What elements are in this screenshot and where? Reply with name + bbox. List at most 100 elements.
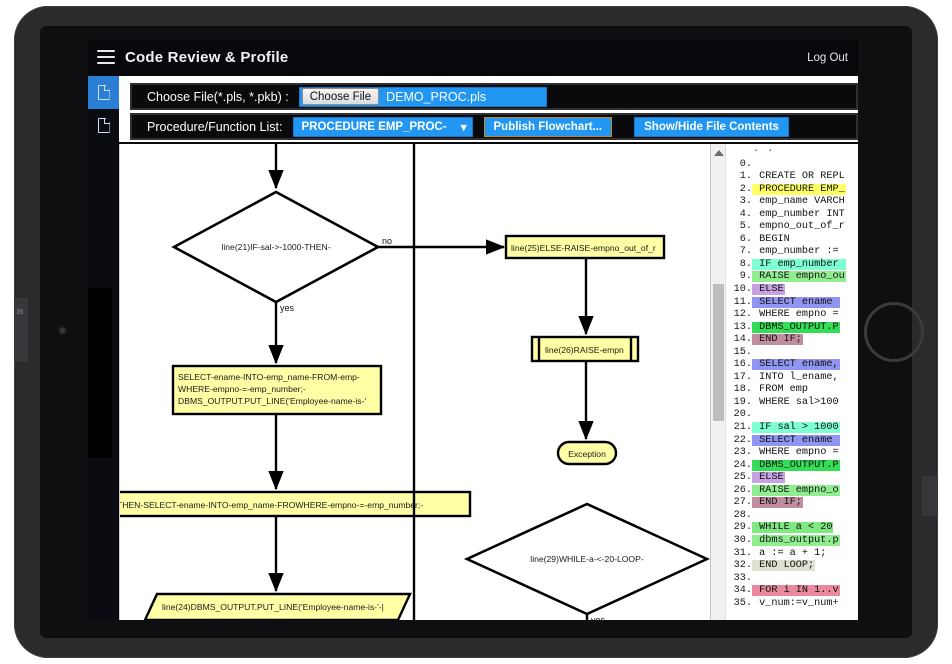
process-node-1000-then[interactable]	[120, 490, 472, 518]
code-line-number: 30.	[733, 534, 752, 546]
app-header: Code Review & Profile Log Out	[88, 40, 858, 76]
code-line-number: 24.	[733, 459, 752, 471]
code-scrollbar-thumb[interactable]	[713, 284, 724, 421]
application-viewport: Code Review & Profile Log Out Choose Fil…	[88, 40, 858, 620]
data-node-dbms-output-label: line(24)DBMS_OUTPUT.PUT_LINE('Employee-n…	[162, 602, 384, 612]
code-line-text: a := a + 1;	[753, 547, 827, 559]
code-line: 17. INTO l_ename,	[726, 372, 858, 385]
code-line-text: SELECT ename	[752, 434, 840, 446]
logout-link[interactable]: Log Out	[807, 52, 848, 64]
code-line-text: END LOOP;	[752, 560, 816, 572]
publish-flowchart-button[interactable]: Publish Flowchart...	[483, 116, 613, 137]
code-line: 27. END IF;	[726, 497, 858, 510]
code-line-text: ELSE	[752, 472, 785, 484]
code-line: 13. DBMS_OUTPUT.P	[726, 321, 858, 335]
code-line-number: 8.	[739, 258, 752, 270]
code-line: 8. IF emp_number	[726, 258, 858, 272]
code-line-text: WHERE sal>100	[753, 396, 839, 408]
code-line: 15.	[726, 347, 858, 360]
tablet-side-button-2[interactable]	[922, 476, 938, 516]
code-line: 29. WHILE a < 20	[726, 522, 858, 535]
process-node-else-raise-label: line(25)ELSE-RAISE-empno_out_of_r	[511, 243, 656, 253]
home-button[interactable]	[864, 302, 924, 362]
flowchart-panel[interactable]: line(21)IF-sal->-1000-THEN- no yes SELEC…	[119, 144, 710, 620]
process-node-1000-then-label: 1000-THEN-SELECT-ename-INTO-emp_name-FRO…	[120, 500, 423, 510]
code-line: 30. dbms_output.p	[726, 534, 858, 548]
code-line-number: 7.	[739, 246, 752, 258]
sidebar-shadow	[88, 288, 112, 458]
decision-node-if-sal-label: line(21)IF-sal->-1000-THEN-	[221, 242, 330, 252]
camera-dot	[58, 326, 67, 335]
code-line-number: 34.	[733, 585, 752, 597]
code-line-text: DBMS_OUTPUT.P	[752, 321, 840, 333]
code-line-number: 3.	[739, 196, 752, 208]
code-line-text: WHILE a < 20	[752, 522, 834, 534]
tablet-edge-label: is	[17, 306, 24, 316]
document-icon	[98, 118, 110, 133]
code-line-text: emp_number INT	[753, 208, 845, 220]
file-input[interactable]: Choose File DEMO_PROC.pls	[298, 86, 547, 107]
code-line: 4. emp_number INT	[726, 209, 858, 222]
code-line-number: 0.	[739, 158, 752, 170]
code-line-number: 19.	[733, 396, 752, 408]
code-line: 16. SELECT ename,	[726, 359, 858, 372]
code-line-text: SELECT ename	[752, 296, 840, 308]
code-scrollbar-track[interactable]	[711, 144, 726, 620]
code-line: 11. SELECT ename	[726, 296, 858, 310]
sidebar-item-file-2[interactable]	[88, 109, 119, 142]
code-line-number: 11.	[733, 296, 752, 308]
code-line: 3. emp_name VARCH	[726, 196, 858, 209]
code-line-number: 5.	[739, 221, 752, 233]
data-node-dbms-output[interactable]	[143, 592, 412, 620]
sidebar-item-file-1[interactable]	[88, 76, 119, 109]
code-line-text	[752, 159, 760, 170]
hamburger-icon[interactable]	[97, 50, 115, 64]
code-line-number: 2.	[739, 183, 752, 195]
panel-divider	[710, 144, 711, 620]
code-line-number: 22.	[733, 434, 752, 446]
code-line: 21. IF sal > 1000	[726, 422, 858, 435]
content-area: line(21)IF-sal->-1000-THEN- no yes SELEC…	[119, 142, 858, 620]
code-line-text: IF emp_number	[752, 258, 846, 270]
code-line: 26. RAISE empno_o	[726, 484, 858, 498]
code-line: 24. DBMS_OUTPUT.P	[726, 459, 858, 473]
document-icon	[98, 85, 110, 100]
tablet-side-button[interactable]	[14, 298, 28, 362]
code-line-text	[752, 510, 760, 521]
code-line-text: INTO l_ename,	[753, 371, 839, 383]
scroll-up-arrow-icon[interactable]	[714, 150, 724, 156]
code-line-text: WHERE empno =	[753, 447, 839, 459]
code-line-text: CREATE OR REPL	[753, 171, 845, 183]
terminator-node-exception[interactable]	[556, 440, 618, 466]
edge-label-no: no	[382, 236, 392, 246]
code-line-text: END IF;	[752, 497, 803, 509]
code-line-text: empno_out_of_r	[753, 221, 845, 233]
code-line-number: 10.	[733, 284, 752, 296]
code-line: 6. BEGIN	[726, 234, 858, 247]
code-line: 2. PROCEDURE EMP_	[726, 183, 858, 197]
show-hide-file-contents-button[interactable]: Show/Hide File Contents	[634, 116, 789, 137]
code-line-number: 6.	[739, 233, 752, 245]
choose-file-button[interactable]: Choose File	[301, 88, 380, 105]
procedure-select[interactable]: PROCEDURE EMP_PROC- ▾	[292, 116, 473, 137]
code-line: 34. FOR i IN 1..v	[726, 585, 858, 598]
sidebar	[88, 76, 119, 620]
code-line: 0.	[726, 159, 858, 172]
code-line-text: v_num:=v_num+	[753, 597, 839, 609]
code-line-number: 12.	[733, 309, 752, 321]
edge-label-yes-1: yes	[280, 303, 295, 313]
code-line-number: 13.	[733, 321, 752, 333]
code-line-number: 35.	[733, 597, 752, 609]
process-node-select-ename-line1: SELECT-ename-INTO-emp_name-FROM-emp-	[178, 372, 360, 382]
code-line-text: dbms_output.p	[752, 534, 840, 546]
code-line-text: RAISE empno_ou	[752, 271, 846, 283]
code-line-number: 14.	[733, 334, 752, 346]
code-line-dots: · ·	[753, 146, 775, 157]
code-line: 1. CREATE OR REPL	[726, 171, 858, 184]
code-line-text	[752, 573, 760, 584]
procedure-selected-value: PROCEDURE EMP_PROC-	[301, 120, 447, 133]
code-line-text: RAISE empno_o	[752, 484, 840, 496]
code-line-text: IF sal > 1000	[752, 422, 840, 434]
